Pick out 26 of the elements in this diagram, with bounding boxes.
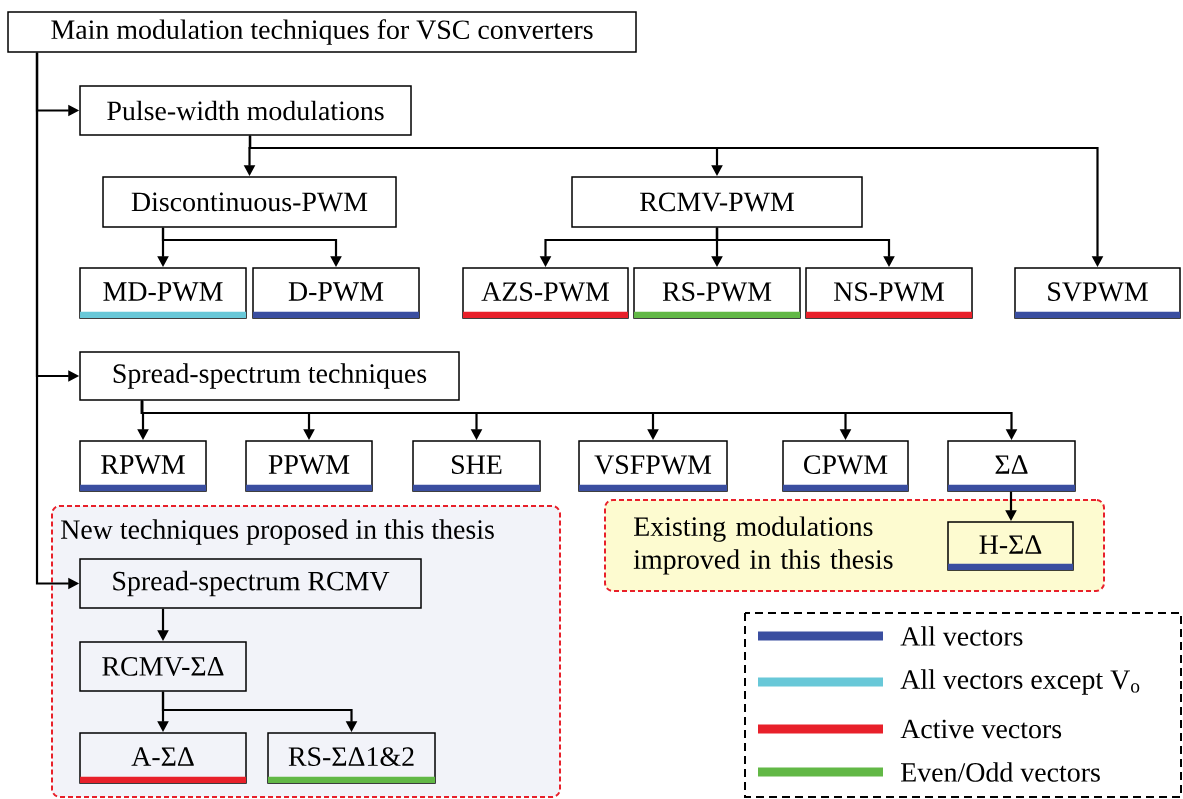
technique-box: Pulse-width modulations: [79, 85, 412, 136]
technique-box: H-ΣΔ: [947, 521, 1074, 571]
technique-box: RCMV-PWM: [571, 176, 863, 228]
root-box: Main modulation techniques for VSC converters: [7, 11, 637, 53]
technique-box: SHE: [412, 440, 541, 492]
technique-box: ΣΔ: [947, 440, 1076, 492]
technique-box: PPWM: [245, 440, 373, 492]
technique-box: SVPWM: [1014, 267, 1181, 319]
technique-box: MD-PWM: [79, 267, 247, 319]
technique-box: CPWM: [782, 440, 909, 492]
technique-box: Spread-spectrum RCMV: [79, 558, 422, 609]
technique-box: D-PWM: [252, 267, 420, 319]
technique-box: Spread-spectrum techniques: [79, 351, 460, 401]
legend-label: All vectors: [900, 626, 1023, 646]
technique-box: AZS-PWM: [462, 267, 629, 319]
technique-box: RCMV-ΣΔ: [79, 641, 247, 692]
legend-label: All vectors except V$_{o}$: [900, 669, 1140, 695]
legend-label: Even/Odd vectors: [901, 762, 1100, 782]
legend-label: Active vectors: [900, 719, 1062, 739]
technique-box: RS-PWM: [633, 267, 801, 319]
technique-box: A-ΣΔ: [79, 732, 247, 784]
technique-box: VSFPWM: [578, 440, 728, 492]
technique-box: RPWM: [79, 440, 207, 492]
technique-box: RS-ΣΔ1&2: [267, 732, 436, 784]
technique-box: NS-PWM: [805, 267, 973, 319]
technique-box: Discontinuous-PWM: [102, 176, 397, 228]
